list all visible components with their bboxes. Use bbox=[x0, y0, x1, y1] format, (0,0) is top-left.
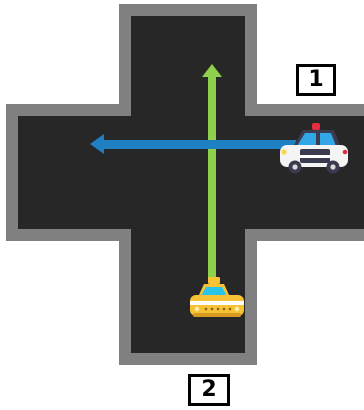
vehicle-label-2: 2 bbox=[188, 374, 230, 406]
police-path-arrow-shaft bbox=[101, 140, 296, 149]
taxi-dot-5 bbox=[229, 308, 232, 311]
taxi-dot-1 bbox=[205, 308, 208, 311]
taxi-bumper bbox=[193, 313, 241, 317]
police-wheel-front-hub bbox=[292, 164, 297, 169]
police-taillight bbox=[343, 150, 348, 155]
taxi-headlight-right bbox=[235, 307, 239, 311]
police-wheel-rear-hub bbox=[330, 164, 335, 169]
police-door-stripe bbox=[300, 155, 330, 158]
taxi-stripe bbox=[190, 301, 244, 305]
police-headlight bbox=[281, 149, 286, 154]
taxi-headlight-left bbox=[195, 307, 199, 311]
taxi-dot-2 bbox=[211, 308, 214, 311]
taxi-body bbox=[190, 295, 244, 316]
taxi-dot-4 bbox=[223, 308, 226, 311]
vehicle-label-1: 1 bbox=[296, 64, 336, 96]
taxi-path-arrow-shaft bbox=[208, 76, 216, 278]
police-siren-light bbox=[312, 123, 320, 130]
taxi-dot-3 bbox=[217, 308, 220, 311]
taxi-roof-sign bbox=[208, 277, 220, 284]
